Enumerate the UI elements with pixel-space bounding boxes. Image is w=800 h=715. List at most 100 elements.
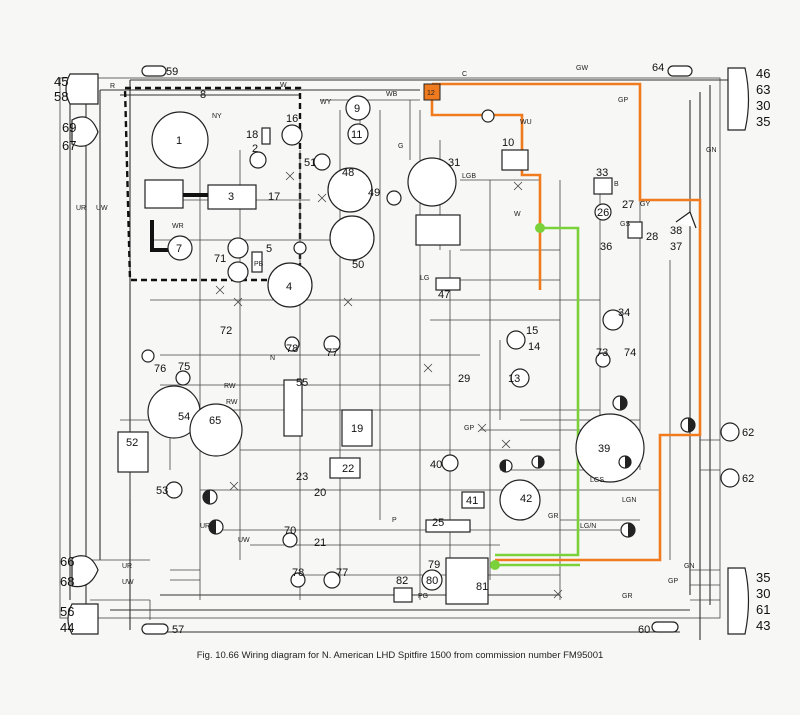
label-63: 63 <box>756 82 770 97</box>
label-73: 73 <box>596 347 608 359</box>
component-47-icon <box>435 277 461 291</box>
label-29: 29 <box>458 373 470 385</box>
component-71b-icon <box>227 261 249 283</box>
label-38: 38 <box>670 225 682 237</box>
code-uw-b: UW <box>122 579 134 586</box>
component-15-icon <box>506 330 526 350</box>
label-23: 23 <box>296 471 308 483</box>
label-57: 57 <box>172 624 184 636</box>
code-ur-b: UR <box>122 563 132 570</box>
component-10-icon <box>501 149 529 171</box>
distributor-4-icon <box>267 262 313 308</box>
component-71-icon <box>227 237 249 259</box>
component-25-icon <box>425 519 471 533</box>
code-lg: LG <box>420 275 429 282</box>
label-52: 52 <box>126 437 138 449</box>
component-9-icon <box>345 95 371 121</box>
bottom-loom <box>110 594 690 633</box>
label-41: 41 <box>466 495 478 507</box>
front-lamp-46-63-icon <box>727 67 750 131</box>
code-c: C <box>462 71 467 78</box>
label-79: 79 <box>428 559 440 571</box>
label-47: 47 <box>438 289 450 301</box>
rear-lamp-56-44-icon <box>67 603 99 635</box>
component-62a-icon <box>720 422 740 442</box>
code-p: P <box>392 517 397 524</box>
lamp-markers <box>202 395 696 538</box>
label-22: 22 <box>342 463 354 475</box>
label-26: 26 <box>597 207 609 219</box>
code-gr: GR <box>548 513 559 520</box>
code-wb: WB <box>386 91 398 98</box>
top-loom <box>120 79 730 630</box>
gauge-65-icon <box>189 403 243 457</box>
component-13-icon <box>510 368 530 388</box>
green-highlight-trace <box>495 226 580 567</box>
code-gp: GP <box>618 97 628 104</box>
label-30b: 30 <box>756 586 770 601</box>
label-61: 61 <box>756 602 770 617</box>
label-2: 2 <box>252 143 258 155</box>
component-78b-icon <box>290 572 306 588</box>
label-59: 59 <box>166 66 178 78</box>
component-62b-icon <box>720 468 740 488</box>
right-connector-runs <box>690 439 720 601</box>
component-19-icon <box>341 409 373 447</box>
label-62b: 62 <box>742 473 754 485</box>
label-71: 71 <box>214 253 226 265</box>
component-82-icon <box>393 587 413 603</box>
code-rw-a: RW <box>224 383 236 390</box>
component-18-icon <box>261 127 271 145</box>
label-17: 17 <box>268 191 280 203</box>
label-13: 13 <box>508 373 520 385</box>
label-36: 36 <box>600 241 612 253</box>
label-28: 28 <box>646 231 658 243</box>
component-75-icon <box>175 370 191 386</box>
label-27: 27 <box>622 199 634 211</box>
component-2-icon <box>249 151 267 169</box>
component-28-icon <box>627 221 643 239</box>
code-gw: GW <box>576 65 588 72</box>
code-r: R <box>110 83 115 90</box>
code-pg: PG <box>418 593 428 600</box>
label-3: 3 <box>228 191 234 203</box>
component-78-icon <box>284 336 300 352</box>
label-46: 46 <box>756 66 770 81</box>
rear-lamp-66-68-icon <box>71 555 99 588</box>
code-ur-c: UR <box>76 205 86 212</box>
component-53-icon <box>165 481 183 499</box>
alternator-1-icon <box>151 111 209 169</box>
code-lgn: LGN <box>622 497 636 504</box>
label-44: 44 <box>60 620 74 635</box>
front-lamp-45-58-icon <box>65 73 99 105</box>
component-40-icon <box>441 454 459 472</box>
label-62a: 62 <box>742 427 754 439</box>
label-25: 25 <box>432 517 444 529</box>
code-w-b: W <box>514 211 521 218</box>
code-ur: UR <box>200 523 210 530</box>
label-80: 80 <box>426 575 438 587</box>
label-58: 58 <box>54 89 68 104</box>
label-35a: 35 <box>756 114 770 129</box>
component-22-icon <box>329 457 361 479</box>
component-73-icon <box>595 352 611 368</box>
label-14: 14 <box>528 341 540 353</box>
code-gs: GS <box>620 221 630 228</box>
label-10: 10 <box>502 137 514 149</box>
code-gn-b: GN <box>684 563 695 570</box>
label-30a: 30 <box>756 98 770 113</box>
highlight-traces <box>430 82 702 570</box>
label-54: 54 <box>178 411 190 423</box>
label-56: 56 <box>60 604 74 619</box>
code-wr: WR <box>172 223 184 230</box>
label-55: 55 <box>296 377 308 389</box>
label-15: 15 <box>526 325 538 337</box>
code-gr-b: GR <box>622 593 633 600</box>
label-37: 37 <box>670 241 682 253</box>
label-16: 16 <box>286 113 298 125</box>
component-38-icon <box>675 211 697 229</box>
label-31: 31 <box>448 157 460 169</box>
label-33: 33 <box>596 167 608 179</box>
code-ny: NY <box>212 113 222 120</box>
